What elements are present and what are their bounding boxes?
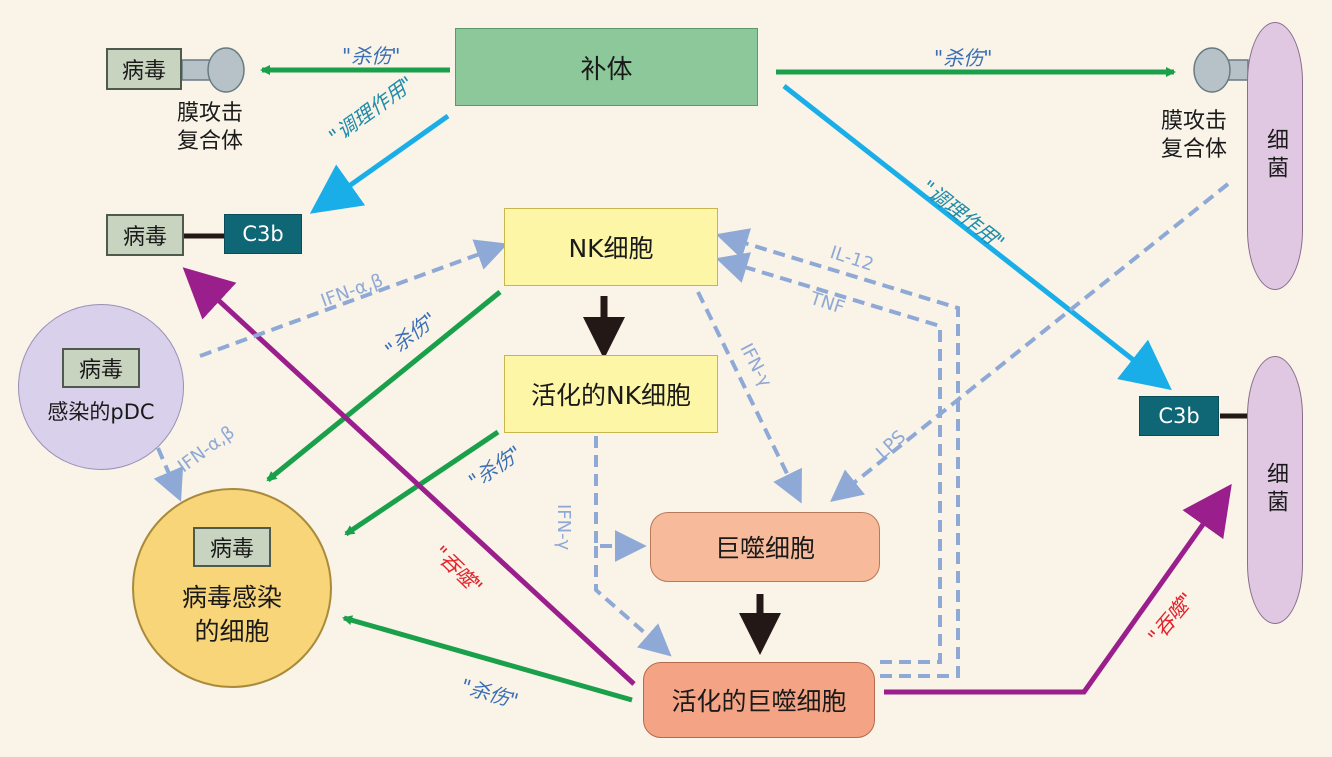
activated-macrophage-box: 活化的巨噬细胞 xyxy=(643,662,875,738)
label-kill-virus: "杀伤" xyxy=(342,44,401,68)
bacteria-bottom: 细菌 xyxy=(1247,356,1303,624)
virus-top: 病毒 xyxy=(106,48,182,90)
arrow-complement-opsonize-bacteria xyxy=(782,84,1172,391)
arrow-engulf-bacteria xyxy=(884,483,1232,695)
label-ifn-g-activated-nk: IFN-γ xyxy=(553,504,574,551)
infected-line1: 病毒感染 xyxy=(181,583,282,612)
dash-activated-nk-ifn-g-to-mac xyxy=(594,436,647,562)
infected-virus-label: 病毒 xyxy=(209,537,254,562)
mac-label-right: 膜攻击 复合体 xyxy=(1152,108,1236,164)
dash-activated-nk-ifn-g-to-amac xyxy=(594,546,672,657)
c3b-left-label: C3b xyxy=(242,222,284,246)
pdc-label: 感染的pDC xyxy=(47,400,155,424)
mac-pin-right xyxy=(1193,47,1249,93)
activated-nk-box: 活化的NK细胞 xyxy=(504,355,718,433)
dash-amac-tnf-to-nk xyxy=(715,252,942,664)
c3b-right-label: C3b xyxy=(1158,404,1200,428)
mac-left-line1: 膜攻击 xyxy=(176,101,243,126)
virus-c3b-label: 病毒 xyxy=(122,225,167,250)
mac-right-line1: 膜攻击 xyxy=(1160,109,1227,134)
dash-ifn-ab-to-nk xyxy=(199,239,509,358)
dash-bacteria-lps-to-mac xyxy=(829,182,1230,502)
activated-macrophage-label: 活化的巨噬细胞 xyxy=(671,687,847,716)
bacteria-top-label: 细菌 xyxy=(1263,128,1288,184)
nk-cell-label: NK细胞 xyxy=(568,234,654,263)
dash-ifn-ab-to-infected xyxy=(153,447,184,502)
virus-top-label: 病毒 xyxy=(121,59,166,84)
mac-right-line2: 复合体 xyxy=(1160,137,1227,162)
macrophage-box: 巨噬细胞 xyxy=(650,512,880,582)
label-kill-bacteria: "杀伤" xyxy=(934,46,993,70)
mac-left-line2: 复合体 xyxy=(176,129,243,154)
activated-nk-label: 活化的NK细胞 xyxy=(530,381,692,410)
complement-box: 补体 xyxy=(455,28,758,106)
macrophage-label: 巨噬细胞 xyxy=(714,534,815,563)
arrow-activated-mac-kill-infected xyxy=(342,615,633,703)
virus-c3b: 病毒 xyxy=(106,214,184,256)
bacteria-top: 细菌 xyxy=(1247,22,1303,290)
arrow-engulf-virus xyxy=(182,267,636,686)
infected-virus: 病毒 xyxy=(193,527,271,567)
arrow-complement-opsonize-virus xyxy=(309,113,450,214)
complement-label: 补体 xyxy=(580,54,633,85)
pdc-virus: 病毒 xyxy=(62,348,140,388)
bacteria-bottom-label: 细菌 xyxy=(1263,462,1288,518)
dash-amac-il12-to-nk xyxy=(715,228,960,678)
c3b-right: C3b xyxy=(1139,396,1219,436)
pdc-virus-label: 病毒 xyxy=(78,358,123,383)
mac-pin-left xyxy=(181,47,245,93)
c3b-left: C3b xyxy=(224,214,302,254)
virus-infected-cell: 病毒 病毒感染 的细胞 xyxy=(132,488,332,688)
arrow-nk-kill-infected xyxy=(266,290,502,482)
mac-label-left: 膜攻击 复合体 xyxy=(170,100,250,156)
nk-cell-box: NK细胞 xyxy=(504,208,718,286)
arrow-activated-nk-kill-infected xyxy=(344,429,500,537)
infected-line2: 的细胞 xyxy=(194,617,270,646)
infected-pdc: 病毒 感染的pDC xyxy=(18,304,184,470)
